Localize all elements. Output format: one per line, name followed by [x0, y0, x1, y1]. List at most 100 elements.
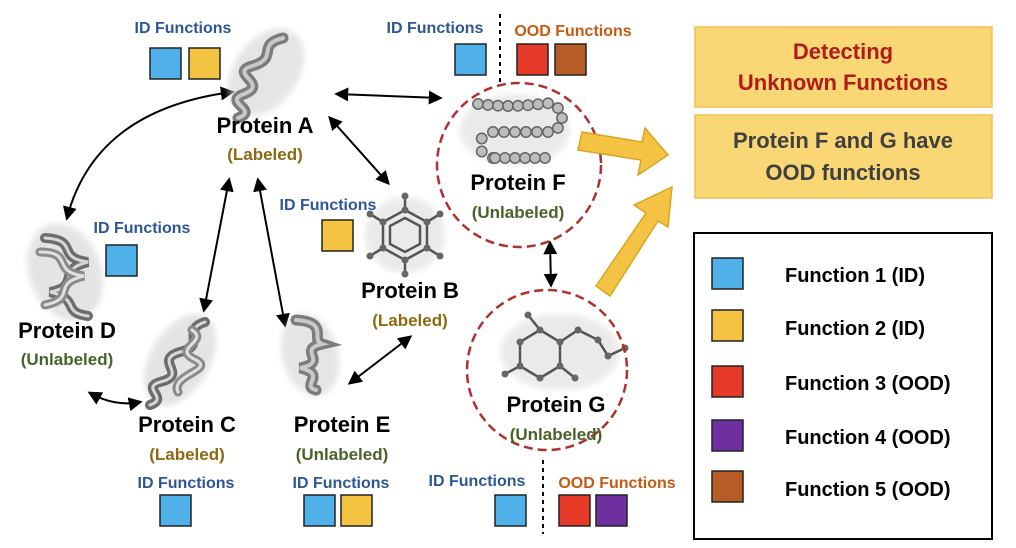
- protein-f-bead: [509, 152, 521, 164]
- protein-f-structure-icon: [460, 94, 570, 166]
- legend: Function 1 (ID) Function 2 (ID) Function…: [693, 232, 993, 540]
- protein-d-structure-icon: [27, 223, 103, 321]
- protein-f-bead: [520, 126, 532, 138]
- protein-f-bead: [499, 152, 511, 164]
- protein-f-bead: [472, 98, 484, 110]
- protein-e-functions: ID Functions: [293, 475, 390, 527]
- protein-g-structure-icon: [500, 311, 629, 390]
- edge-a-d: [63, 86, 235, 221]
- protein-g-function-1-square: [494, 494, 527, 527]
- protein-f-bead: [482, 99, 494, 111]
- legend-item: Function 4 (OOD): [711, 419, 951, 452]
- protein-f-status: (Unlabeled): [472, 203, 565, 222]
- legend-swatch: [711, 419, 744, 452]
- protein-a-structure-icon: [227, 28, 305, 124]
- result-box: Protein F and G have OOD functions: [694, 114, 993, 199]
- legend-swatch: [711, 365, 744, 398]
- protein-g-functions: ID Functions OOD Functions: [429, 460, 676, 534]
- protein-f-bead: [522, 99, 534, 112]
- protein-g-name: Protein G: [506, 392, 605, 417]
- protein-f-ood-functions-label: OOD Functions: [514, 23, 631, 40]
- protein-g-function-4-square: [595, 494, 628, 527]
- protein-g-ood-circle: [465, 288, 629, 452]
- legend-item: Function 1 (ID): [711, 257, 925, 290]
- protein-a-function-1-square: [149, 47, 182, 80]
- protein-f-bead: [475, 145, 488, 158]
- protein-a-id-functions-label: ID Functions: [135, 20, 232, 37]
- edge-a-e: [253, 177, 290, 328]
- protein-c-name: Protein C: [138, 412, 236, 437]
- arrow-f-to-result: [577, 126, 670, 177]
- protein-a-status: (Labeled): [227, 145, 303, 164]
- protein-f-function-1-square: [454, 43, 487, 76]
- protein-c-status: (Labeled): [149, 445, 225, 464]
- legend-swatch: [711, 257, 744, 290]
- edge-a-b: [328, 115, 390, 186]
- protein-b-structure-icon: [365, 192, 445, 278]
- protein-f-bead: [475, 132, 488, 145]
- protein-f-bead: [542, 97, 554, 110]
- protein-f-bead: [539, 152, 551, 164]
- protein-e-structure-icon: [280, 313, 343, 397]
- protein-e-status: (Unlabeled): [296, 445, 389, 464]
- protein-g-ood-functions-label: OOD Functions: [558, 475, 675, 492]
- protein-d-status: (Unlabeled): [21, 350, 114, 369]
- legend-label: Function 5 (OOD): [785, 479, 951, 501]
- detect-box-line-2: Unknown Functions: [738, 70, 948, 95]
- legend-label: Function 2 (ID): [785, 318, 925, 340]
- protein-b-name: Protein B: [361, 278, 459, 303]
- protein-e-name: Protein E: [294, 412, 391, 437]
- protein-f-bead: [532, 98, 544, 111]
- protein-g-id-functions-label: ID Functions: [429, 473, 526, 490]
- protein-a-function-2-square: [188, 47, 221, 80]
- legend-item: Function 2 (ID): [711, 309, 925, 342]
- arrow-g-to-result: [594, 185, 673, 298]
- protein-f-ood-circle: [435, 81, 603, 249]
- protein-f-name: Protein F: [470, 170, 565, 195]
- protein-c-function-1-square: [159, 494, 192, 527]
- edge-d-c: [87, 391, 143, 412]
- protein-a-functions: ID Functions: [135, 20, 232, 80]
- protein-f-bead: [556, 112, 568, 124]
- legend-label: Function 1 (ID): [785, 265, 925, 287]
- protein-d-function-1-square: [105, 244, 138, 277]
- protein-g-function-3-square: [558, 494, 591, 527]
- protein-f-functions: ID Functions OOD Functions: [387, 14, 632, 82]
- protein-f-id-functions-label: ID Functions: [387, 20, 484, 37]
- connection-arrows: [63, 86, 558, 412]
- edge-a-f: [334, 87, 443, 105]
- protein-f-bead: [502, 100, 514, 112]
- protein-f-bead: [498, 126, 510, 138]
- legend-swatch: [711, 470, 744, 503]
- protein-f-bead: [489, 152, 501, 164]
- protein-d-id-functions-label: ID Functions: [94, 220, 191, 237]
- legend-item: Function 3 (OOD): [711, 365, 951, 398]
- protein-b-id-functions-label: ID Functions: [280, 197, 377, 214]
- protein-f-bead: [542, 126, 554, 138]
- protein-f-bead: [551, 121, 564, 134]
- protein-c-structure-icon: [143, 314, 217, 410]
- legend-label: Function 4 (OOD): [785, 427, 951, 449]
- protein-f-bead: [487, 126, 499, 138]
- protein-f-bead: [492, 99, 504, 112]
- protein-d-name: Protein D: [18, 318, 116, 343]
- protein-b-function-2-square: [321, 219, 354, 252]
- protein-f-bead: [529, 152, 541, 164]
- legend-label: Function 3 (OOD): [785, 373, 951, 395]
- protein-e-function-2-square: [340, 494, 373, 527]
- protein-c-functions: ID Functions: [138, 475, 235, 527]
- protein-a-name: Protein A: [217, 113, 314, 138]
- detect-box-line-1: Detecting: [793, 39, 893, 64]
- detect-box: Detecting Unknown Functions: [694, 26, 993, 108]
- protein-f-bead: [509, 126, 521, 138]
- result-box-line-1: Protein F and G have: [733, 128, 953, 153]
- protein-c-id-functions-label: ID Functions: [138, 475, 235, 492]
- edge-a-c: [199, 177, 234, 313]
- legend-item: Function 5 (OOD): [711, 470, 951, 503]
- protein-e-id-functions-label: ID Functions: [293, 475, 390, 492]
- legend-swatch: [711, 309, 744, 342]
- protein-f-bead: [512, 99, 524, 112]
- protein-f-bead: [519, 152, 531, 164]
- protein-d-functions: ID Functions: [94, 220, 191, 277]
- protein-f-function-3-square: [516, 43, 549, 76]
